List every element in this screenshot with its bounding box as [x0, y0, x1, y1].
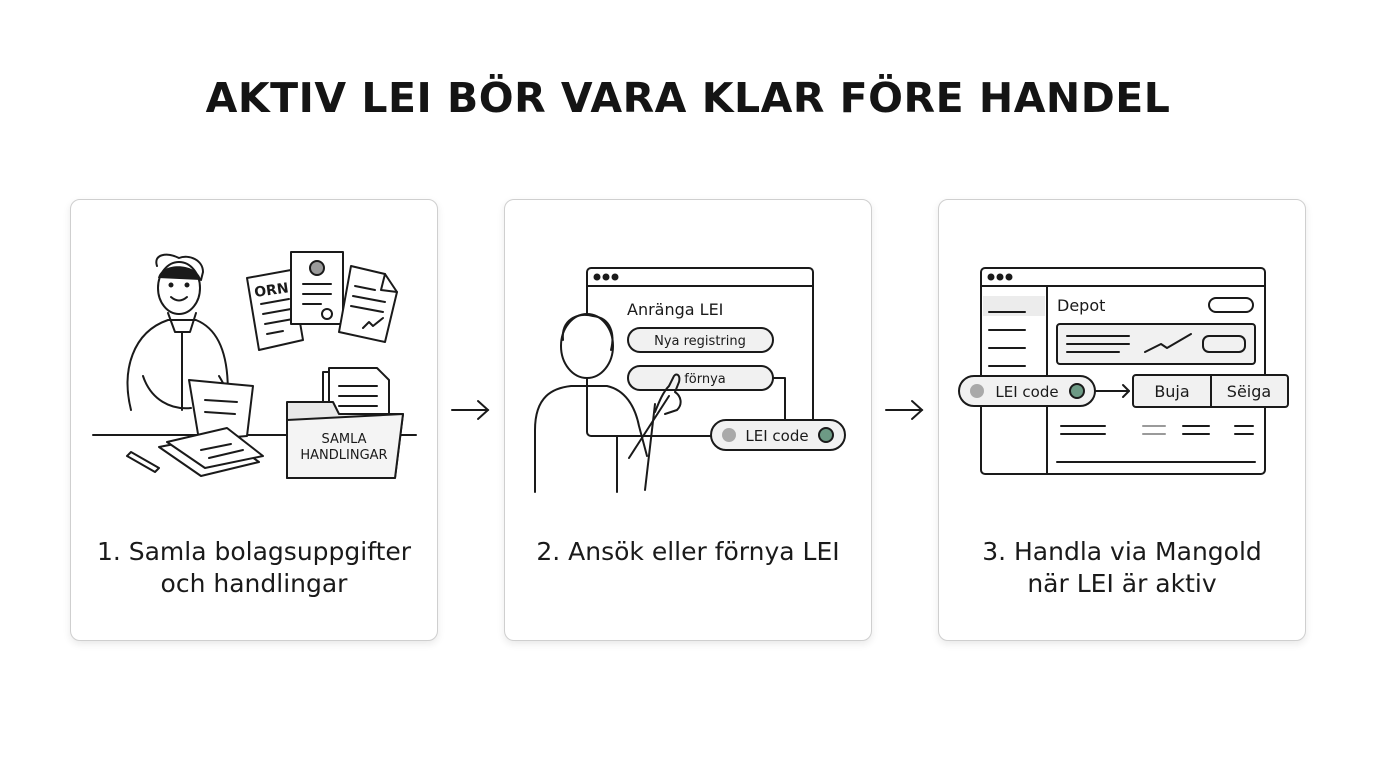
new-registration-button — [627, 327, 774, 353]
trading-window — [980, 267, 1266, 475]
step-3-illustration: Depot LEI code Buja Sëiga — [958, 267, 1289, 475]
buy-button-label: Buja — [1154, 382, 1189, 401]
lei-code-tag — [710, 419, 846, 451]
caption-line: och handlingar — [160, 569, 348, 598]
folder-label-line2: HANDLINGAR — [300, 448, 387, 463]
certificate-icon — [290, 251, 344, 325]
status-inactive-icon — [722, 428, 736, 442]
caption-line: när LEI är aktiv — [1027, 569, 1217, 598]
chart-document-icon — [338, 265, 398, 343]
new-registration-label: Nya registring — [654, 334, 746, 349]
step-card-2: Anränga LEI Nya registring förnya LEI co… — [504, 199, 872, 641]
arrow-right-icon — [451, 400, 490, 420]
person-icon — [534, 313, 682, 493]
caption-line: 2. Ansök eller förnya LEI — [536, 537, 840, 566]
caption-line: 3. Handla via Mangold — [982, 537, 1262, 566]
step-2-illustration: Anränga LEI Nya registring förnya LEI co… — [534, 267, 846, 493]
status-active-icon — [1069, 383, 1085, 399]
doc-label: ORN — [253, 280, 289, 301]
page-title: AKTIV LEI BÖR VARA KLAR FÖRE HANDEL — [205, 74, 1171, 122]
person-icon — [126, 253, 233, 419]
document-icon — [246, 269, 304, 351]
folder-label-line1: SAMLA — [321, 432, 366, 447]
lei-code-label: LEI code — [995, 383, 1058, 401]
lei-code-label: LEI code — [745, 427, 808, 445]
arrow-right-icon — [885, 400, 924, 420]
step-2-caption: 2. Ansök eller förnya LEI — [505, 536, 871, 568]
step-1-caption: 1. Samla bolagsuppgifter och handlingar — [71, 536, 437, 600]
window-title: Anränga LEI — [627, 300, 723, 319]
window-title: Depot — [1057, 296, 1105, 315]
step-card-3: Depot LEI code Buja Sëiga 3. Handla via … — [938, 199, 1306, 641]
step-3-caption: 3. Handla via Mangold när LEI är aktiv — [939, 536, 1305, 600]
order-buttons — [1132, 374, 1289, 408]
step-1-illustration: ORN SAMLA HANDLINGAR — [92, 251, 417, 479]
lei-code-tag — [958, 375, 1096, 407]
step-card-1: ORN SAMLA HANDLINGAR 1. Samla bolagsuppg… — [70, 199, 438, 641]
renew-label: förnya — [684, 372, 726, 387]
status-active-icon — [818, 427, 834, 443]
folder-icon — [286, 367, 404, 479]
sell-button-label: Sëiga — [1227, 382, 1271, 401]
status-inactive-icon — [970, 384, 984, 398]
caption-line: 1. Samla bolagsuppgifter — [96, 537, 412, 566]
